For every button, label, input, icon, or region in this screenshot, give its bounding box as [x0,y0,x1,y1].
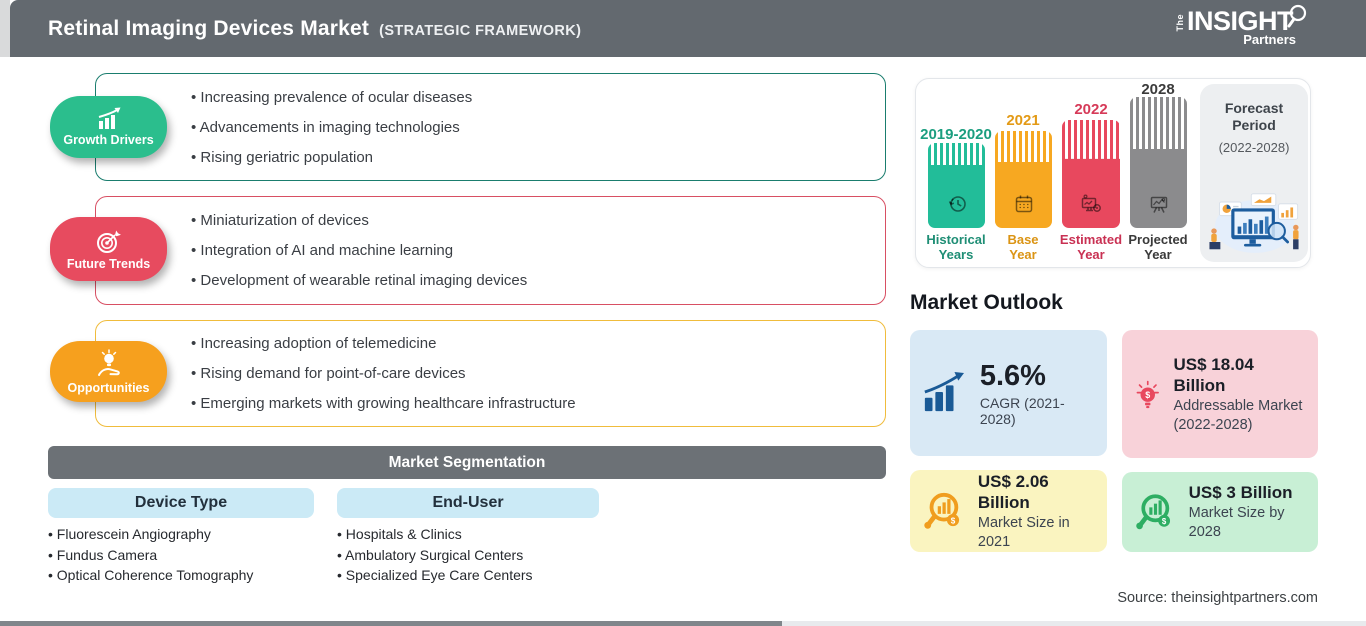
calendar-icon [1015,195,1032,213]
insight-partners-logo: The INSIGHT Partners [1174,4,1308,47]
growth-driver-item: Rising geriatric population [191,149,885,166]
opportunity-item: Increasing adoption of telemedicine [191,335,885,352]
list-item: Specialized Eye Care Centers [337,565,533,586]
segment-header-label: Device Type [134,494,228,511]
bulb-dollar-red-icon: $ [1136,380,1159,409]
growth-driver-item: Increasing prevalence of ocular diseases [191,89,885,106]
projection-screen-icon [1150,196,1167,213]
analytics-illustration-icon [1209,193,1299,253]
market-segmentation-bar: Market Segmentation [48,446,886,479]
badge-label: Future Trends [66,256,151,271]
opportunities-box: Increasing adoption of telemedicine Risi… [95,320,886,427]
opportunity-item: Emerging markets with growing healthcare… [191,395,885,412]
list-item: Optical Coherence Tomography [48,565,254,586]
chart-growth-blue-icon [924,371,965,412]
segmentation-title: Market Segmentation [388,453,546,471]
timeline-label-line: Years [938,247,974,262]
future-trends-badge: Future Trends [50,217,167,281]
timeline-label-line: Projected [1128,232,1188,247]
timeline-label-estimated: Estimated Year [1041,232,1141,262]
future-trend-item: Integration of AI and machine learning [191,242,885,259]
svg-text:$: $ [951,516,956,525]
source-text: Source: theinsightpartners.com [1117,590,1318,606]
segment-header-label: End-User [432,494,504,511]
timeline-year: 2022 [1074,101,1108,118]
timeline-year: 2028 [1141,81,1175,98]
page-title: Retinal Imaging Devices Market [48,16,370,40]
page-subtitle: (STRATEGIC FRAMEWORK) [379,22,582,39]
market-size-2028-desc: Market Size by 2028 [1188,505,1285,540]
timeline-bar-historical [928,143,985,228]
end-user-list: Hospitals & Clinics Ambulatory Surgical … [337,524,533,586]
forecast-range: (2022-2028) [1218,140,1290,155]
forecast-label: Forecast [1224,100,1284,116]
market-size-2028-value: US$ 3 Billion [1188,483,1293,502]
timeline-label-base: Base Year [973,232,1073,262]
future-trends-box: Miniaturization of devices Integration o… [95,196,886,305]
device-type-list: Fluorescein Angiography Fundus Camera Op… [48,524,254,586]
market-size-2021-card: $ US$ 2.06 Billion Market Size in 2021 [910,470,1107,552]
timeline-label-projected: Projected Year [1108,232,1208,262]
market-size-2028-card: $ US$ 3 Billion Market Size by 2028 [1122,472,1318,552]
svg-text:$: $ [1145,390,1150,400]
timeline-label-line: Base [1007,232,1039,247]
list-item: Hospitals & Clinics [337,524,533,545]
cagr-desc: CAGR (2021-2028) [979,394,1065,427]
market-size-2021-value: US$ 2.06 Billion [977,471,1049,512]
addressable-market-card: $ US$ 18.04 Billion Addressable Market (… [1122,330,1318,458]
badge-label: Opportunities [67,380,150,395]
bar-chart-arrow-icon [98,107,120,129]
cagr-value: 5.6% [979,359,1046,392]
header-bar: Retinal Imaging Devices Market (STRATEGI… [10,0,1366,57]
left-gutter [0,0,10,57]
bulb-hand-icon [97,348,120,376]
estimate-monitor-gear-icon [1081,194,1101,212]
addressable-value: US$ 18.04 Billion [1173,354,1254,395]
header-titles: Retinal Imaging Devices Market (STRATEGI… [48,17,581,41]
timeline-year: 2021 [1006,112,1040,129]
logo-insight-text: INSIGHT [1186,6,1294,36]
magnifier-chart-green-icon: $ [1136,494,1171,530]
timeline-label-line: Estimated [1059,232,1123,247]
target-dart-icon [97,230,121,253]
opportunity-item: Rising demand for point-of-care devices [191,365,885,382]
segment-header-device-type: Device Type [48,488,314,518]
forecast-period-panel: Forecast Period (2022-2028) [1200,84,1308,262]
growth-drivers-badge: Growth Drivers [50,96,167,158]
horizontal-scrollbar-thumb[interactable] [0,621,782,626]
svg-text:$: $ [1162,517,1167,526]
timeline-bar-projected [1130,97,1187,228]
future-trend-item: Miniaturization of devices [191,212,885,229]
magnifier-icon [1287,4,1307,28]
list-item: Ambulatory Surgical Centers [337,545,533,566]
logo-the-text: The [1174,14,1185,32]
timeline-label-line: Year [1144,247,1172,262]
growth-driver-item: Advancements in imaging technologies [191,119,885,136]
timeline-label-line: Year [1009,247,1037,262]
cagr-card: 5.6% CAGR (2021-2028) [910,330,1107,456]
growth-drivers-box: Increasing prevalence of ocular diseases… [95,73,886,181]
timeline-label-line: Year [1077,247,1105,262]
segment-header-end-user: End-User [337,488,599,518]
logo-partners-text: Partners [1243,32,1296,47]
list-item: Fluorescein Angiography [48,524,253,545]
timeline-bar-base [995,131,1052,228]
badge-label: Growth Drivers [63,133,154,147]
addressable-desc: Addressable Market (2022-2028) [1173,397,1303,433]
magnifier-chart-orange-icon: $ [924,492,960,529]
list-item: Fundus Camera [48,545,253,566]
future-trend-item: Development of wearable retinal imaging … [191,272,885,289]
timeline-label-historical: Historical Years [906,232,1006,262]
horizontal-scrollbar-track[interactable] [0,621,1366,626]
opportunities-badge: Opportunities [50,341,167,402]
market-size-2021-desc: Market Size in 2021 [977,514,1070,550]
market-outlook-title: Market Outlook [910,291,1063,314]
timeline-year: 2019-2020 [920,126,992,143]
history-clock-icon [948,196,966,212]
forecast-label: Period [1232,117,1276,133]
timeline-bar-estimated [1062,120,1120,228]
timeline-label-line: Historical [926,232,986,247]
